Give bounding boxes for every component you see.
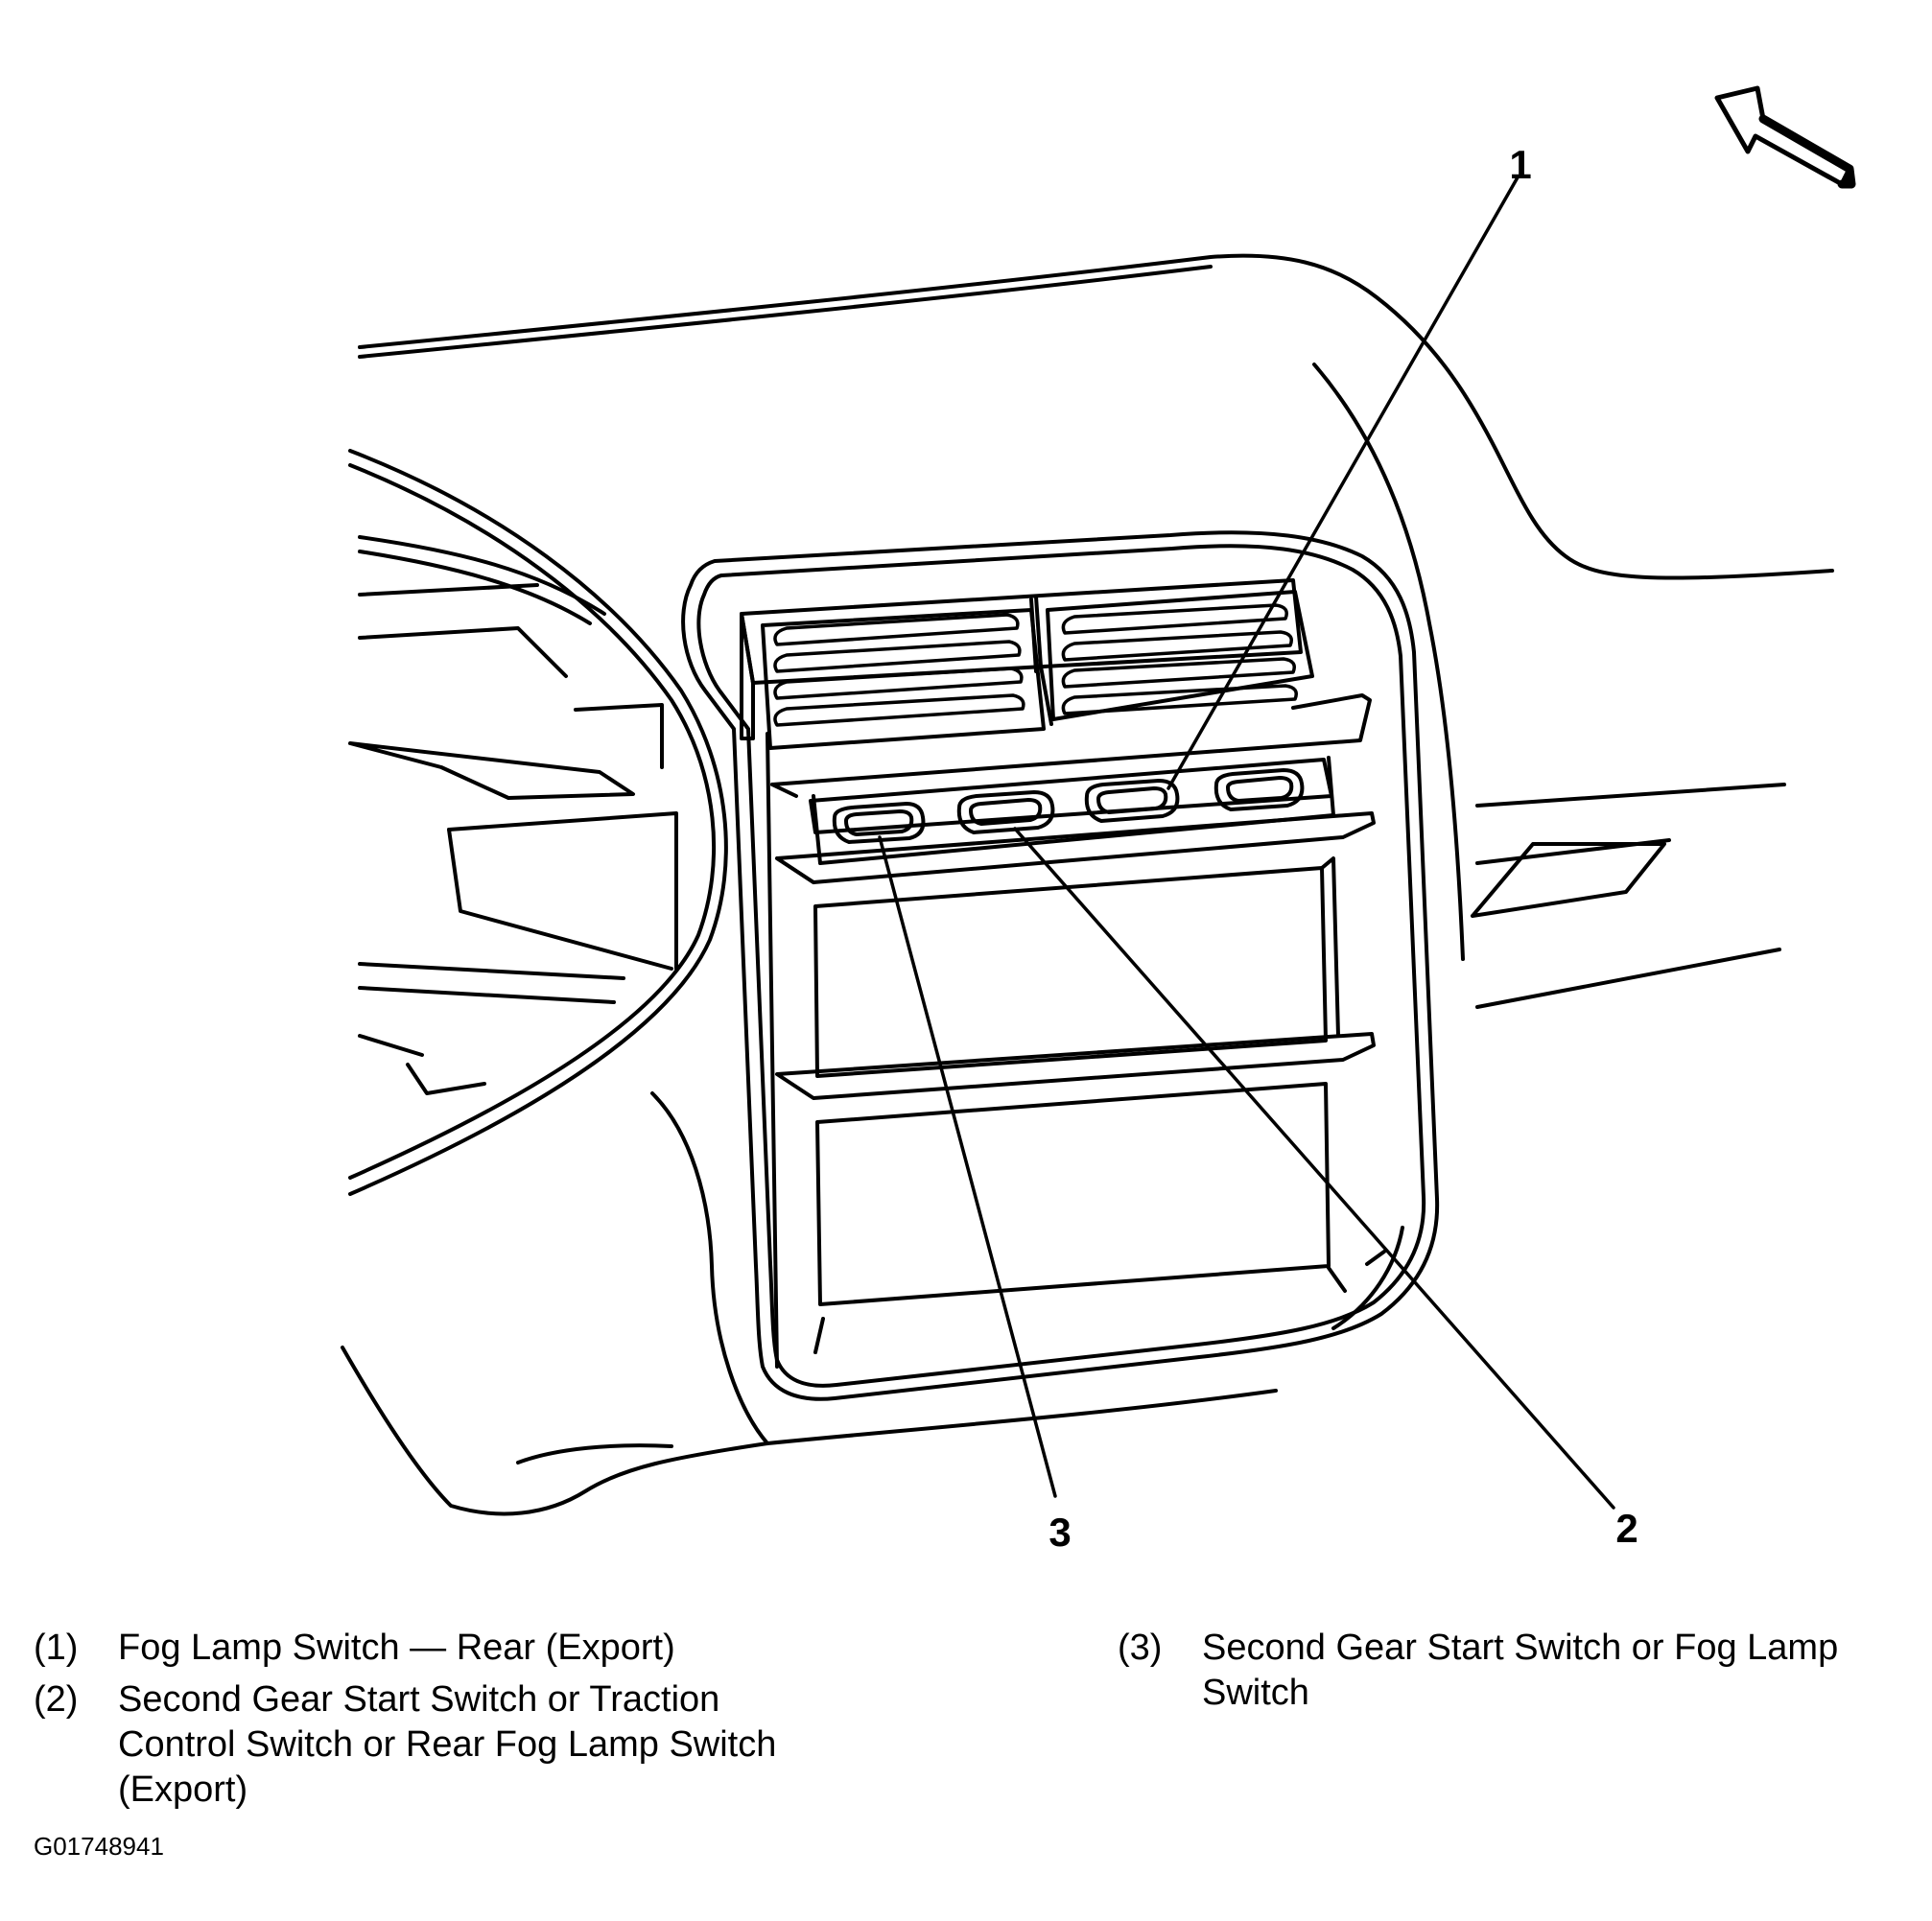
- switch-4: [1213, 768, 1305, 811]
- callout-1: 1: [1509, 142, 1531, 187]
- legend-number: (1): [34, 1628, 79, 1668]
- legend-text: Fog Lamp Switch — Rear (Export): [118, 1628, 675, 1668]
- callout-2: 2: [1615, 1506, 1637, 1551]
- switch-1: [1084, 779, 1180, 823]
- figure-id: G01748941: [34, 1832, 164, 1861]
- legend-text: Second Gear Start Switch or Traction Con…: [118, 1679, 777, 1810]
- dashboard-outline: [358, 253, 1834, 1009]
- switch-strip: [770, 693, 1376, 884]
- instrument-panel-lines: [341, 449, 1278, 1516]
- radio-openings: [775, 856, 1376, 1306]
- switch-2: [956, 790, 1055, 834]
- dash-center-stack-illustration: 1 2 3: [341, 85, 1856, 1555]
- leader-lines: [878, 176, 1615, 1510]
- legend-text: Second Gear Start Switch or Fog Lamp Swi…: [1202, 1628, 1839, 1713]
- legend-number: (3): [1118, 1628, 1163, 1668]
- front-direction-arrow-icon: [1714, 85, 1856, 189]
- switch-3: [832, 802, 926, 844]
- air-vents: [740, 578, 1314, 750]
- callout-3: 3: [1048, 1510, 1071, 1555]
- legend-number: (2): [34, 1679, 79, 1720]
- center-stack-bezel: [681, 530, 1440, 1401]
